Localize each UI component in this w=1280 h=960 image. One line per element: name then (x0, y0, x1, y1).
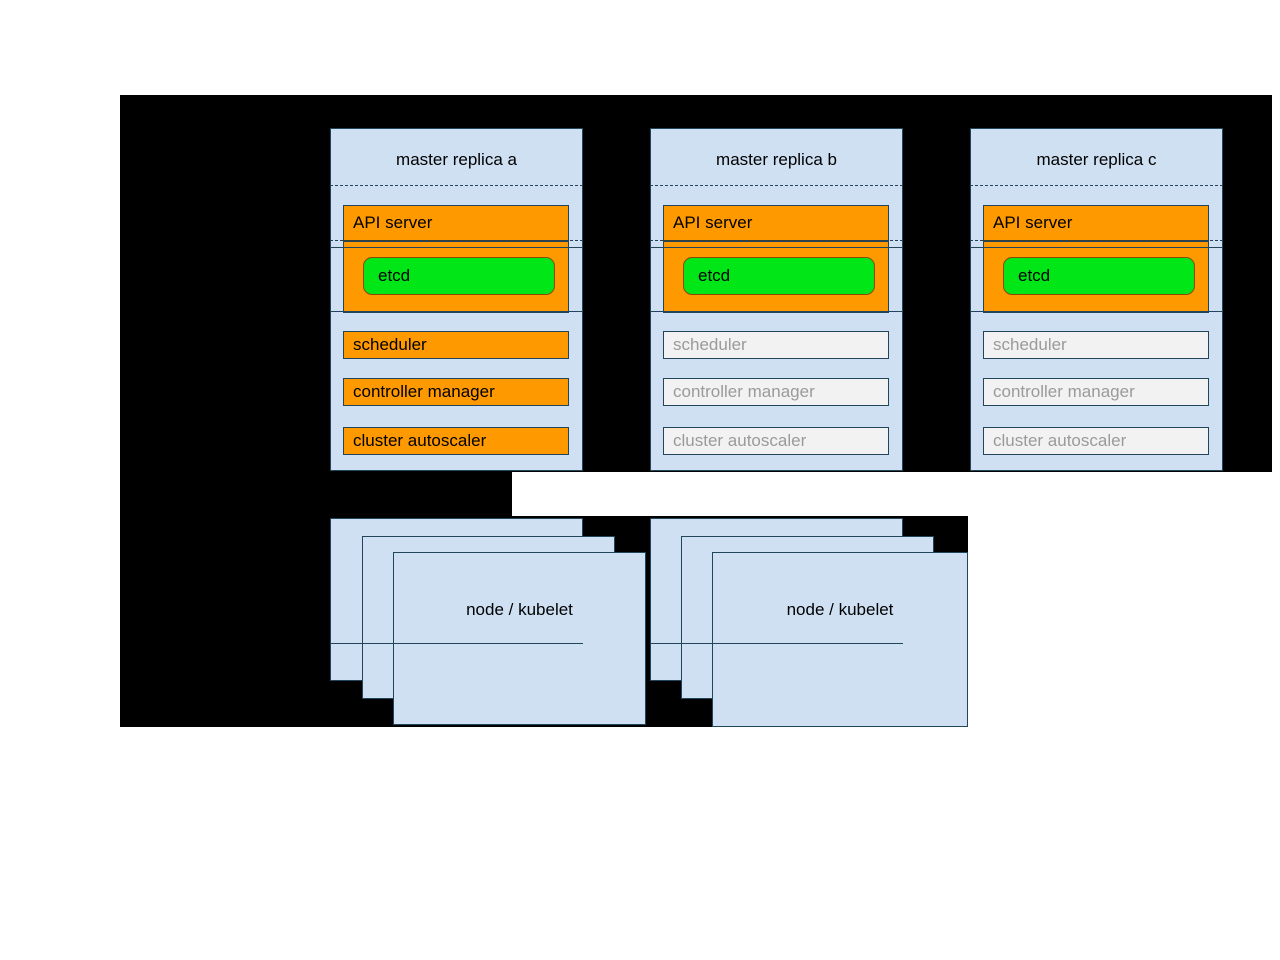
replica-a-etcd-label: etcd (378, 266, 411, 285)
node-group-left-label: node / kubelet (466, 600, 573, 619)
replica-b-band-bottom (650, 311, 903, 312)
node-group-right-card-1[interactable]: node / kubelet (712, 552, 968, 727)
replica-b-cluster-autoscaler-label: cluster autoscaler (673, 431, 807, 450)
replica-c-band-bottom (970, 311, 1223, 312)
node-group-left-card-1[interactable]: node / kubelet (393, 552, 646, 725)
replica-c-cluster-autoscaler[interactable]: cluster autoscaler (983, 427, 1209, 455)
replica-b-etcd-label: etcd (698, 266, 731, 285)
replica-c-api-server-label: API server (993, 213, 1073, 232)
replica-c-scheduler-label: scheduler (993, 335, 1067, 354)
node-row-rule-left (330, 643, 583, 644)
master-replica-c-title: master replica c (1036, 150, 1157, 169)
replica-b-api-separator-outer (650, 240, 903, 241)
replica-b-scheduler-label: scheduler (673, 335, 747, 354)
replica-a-api-server[interactable]: API server (343, 205, 569, 241)
replica-b-cluster-autoscaler[interactable]: cluster autoscaler (663, 427, 889, 455)
replica-a-cluster-autoscaler[interactable]: cluster autoscaler (343, 427, 569, 455)
replica-c-cluster-autoscaler-label: cluster autoscaler (993, 431, 1127, 450)
replica-c-title-separator (970, 185, 1223, 186)
replica-b-controller-manager[interactable]: controller manager (663, 378, 889, 406)
replica-c-controller-manager[interactable]: controller manager (983, 378, 1209, 406)
replica-a-api-separator-outer (330, 240, 583, 241)
replica-a-cluster-autoscaler-label: cluster autoscaler (353, 431, 487, 450)
replica-c-scheduler[interactable]: scheduler (983, 331, 1209, 359)
replica-c-band-top (970, 247, 1223, 248)
replica-a-scheduler-label: scheduler (353, 335, 427, 354)
replica-a-title-separator (330, 185, 583, 186)
replica-b-etcd[interactable]: etcd (683, 257, 875, 295)
replica-b-band-top (650, 247, 903, 248)
replica-c-etcd-label: etcd (1018, 266, 1051, 285)
node-row-rule-right (650, 643, 903, 644)
replica-a-controller-manager[interactable]: controller manager (343, 378, 569, 406)
master-replica-a-title: master replica a (396, 150, 517, 169)
replica-a-api-server-label: API server (353, 213, 433, 232)
replica-c-etcd[interactable]: etcd (1003, 257, 1195, 295)
replica-a-controller-manager-label: controller manager (353, 382, 495, 401)
replica-a-band-bottom (330, 311, 583, 312)
replica-c-api-separator-outer (970, 240, 1223, 241)
replica-b-api-server-label: API server (673, 213, 753, 232)
node-group-right-label: node / kubelet (786, 600, 894, 619)
master-replica-b-title: master replica b (716, 150, 837, 169)
replica-b-controller-manager-label: controller manager (673, 382, 815, 401)
replica-b-scheduler[interactable]: scheduler (663, 331, 889, 359)
replica-a-scheduler[interactable]: scheduler (343, 331, 569, 359)
replica-c-api-server[interactable]: API server (983, 205, 1209, 241)
replica-a-band-top (330, 247, 583, 248)
backdrop-cutout-right (968, 472, 1272, 727)
replica-c-controller-manager-label: controller manager (993, 382, 1135, 401)
replica-a-etcd[interactable]: etcd (363, 257, 555, 295)
replica-b-api-server[interactable]: API server (663, 205, 889, 241)
replica-b-title-separator (650, 185, 903, 186)
